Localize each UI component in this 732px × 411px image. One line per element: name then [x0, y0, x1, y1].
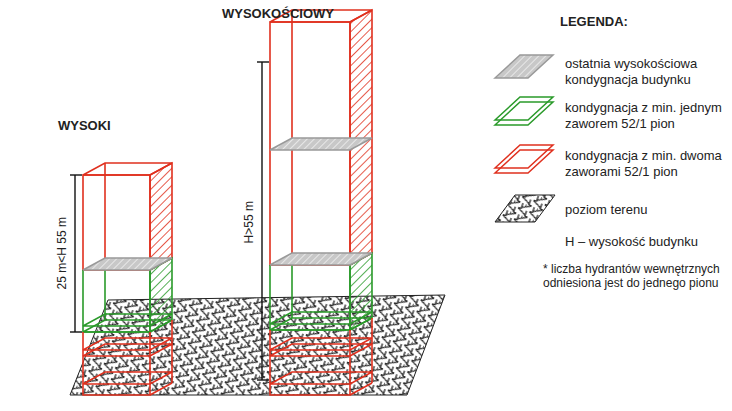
legend-text: kondygnacja z min. dwoma zaworami 52/1 p…	[565, 148, 732, 179]
high-building	[83, 163, 172, 395]
building-type-label: WYSOKOŚCIOWY	[222, 6, 334, 22]
building-type-label: WYSOKI	[58, 118, 111, 134]
legend-swatch	[495, 55, 555, 222]
highrise-building	[270, 10, 372, 395]
legend-text: kondygnacja z min. jednym zaworem 52/1 p…	[565, 100, 732, 131]
legend-title: LEGENDA:	[560, 14, 628, 30]
legend-text: ostatnia wysokościowa kondygnacja budynk…	[565, 56, 715, 87]
footnote: * liczba hydrantów wewnętrznych odniesio…	[543, 262, 728, 291]
dimension-line	[70, 62, 269, 380]
legend-text: poziom terenu	[565, 202, 725, 218]
dimension-label: 25 m<H 55 m	[55, 217, 69, 289]
ground-level	[70, 295, 445, 395]
legend-text: H – wysokość budynku	[565, 234, 725, 250]
dimension-label: H>55 m	[242, 201, 256, 243]
